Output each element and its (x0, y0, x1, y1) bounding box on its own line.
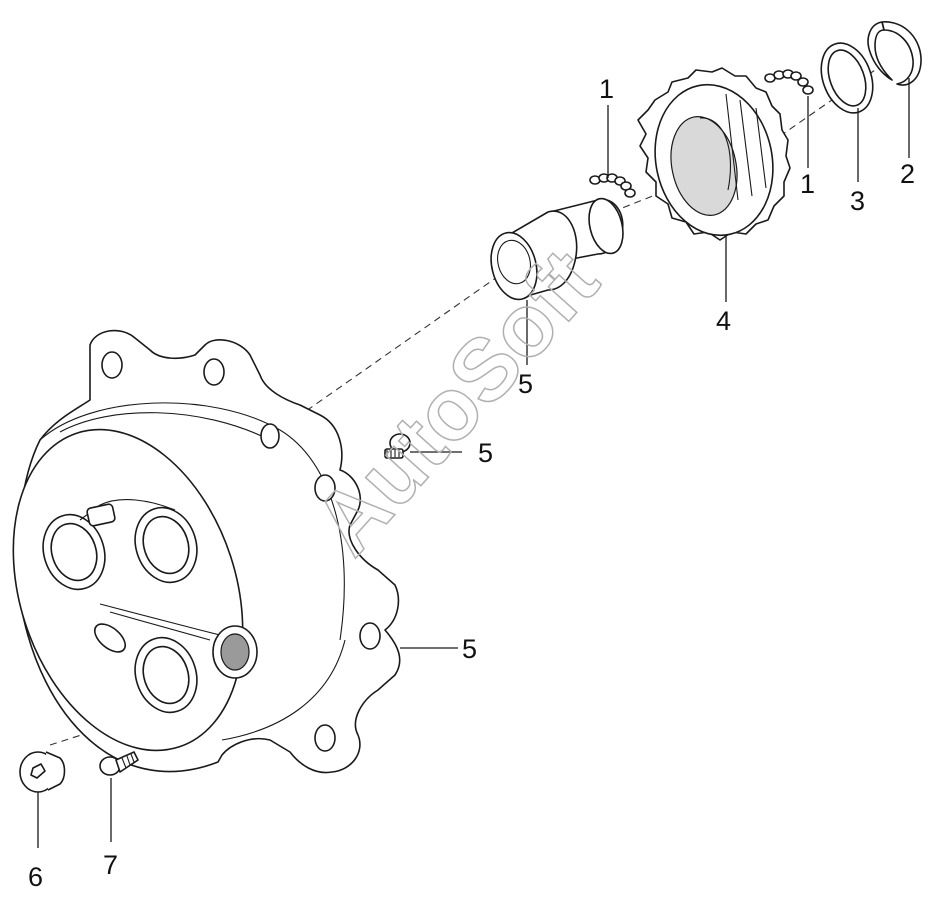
watermark-text: AutoSoft (295, 230, 617, 572)
small-screw (384, 433, 411, 459)
callout-2: 2 (900, 159, 915, 189)
spur-gear (637, 67, 791, 241)
callout-5-pin: 5 (518, 369, 533, 399)
stepped-pin (490, 197, 624, 301)
drain-plug (19, 751, 66, 793)
callout-labels: 1 1 2 3 4 5 5 5 6 7 (28, 74, 915, 892)
pump-housing (12, 329, 401, 774)
callout-7: 7 (103, 850, 118, 880)
callout-6: 6 (28, 862, 43, 892)
callout-5-housing: 5 (462, 634, 477, 664)
callout-5-screw: 5 (478, 438, 493, 468)
callout-3: 3 (850, 186, 865, 216)
thrust-washer (820, 42, 874, 114)
callout-1-right: 1 (800, 169, 815, 199)
hex-bolt (99, 751, 139, 776)
needle-rollers-right (764, 69, 814, 95)
callout-1-left: 1 (599, 74, 614, 104)
snap-ring (867, 21, 922, 86)
leader-lines (37, 78, 910, 848)
callout-4: 4 (716, 306, 731, 336)
needle-rollers-left (589, 173, 636, 198)
